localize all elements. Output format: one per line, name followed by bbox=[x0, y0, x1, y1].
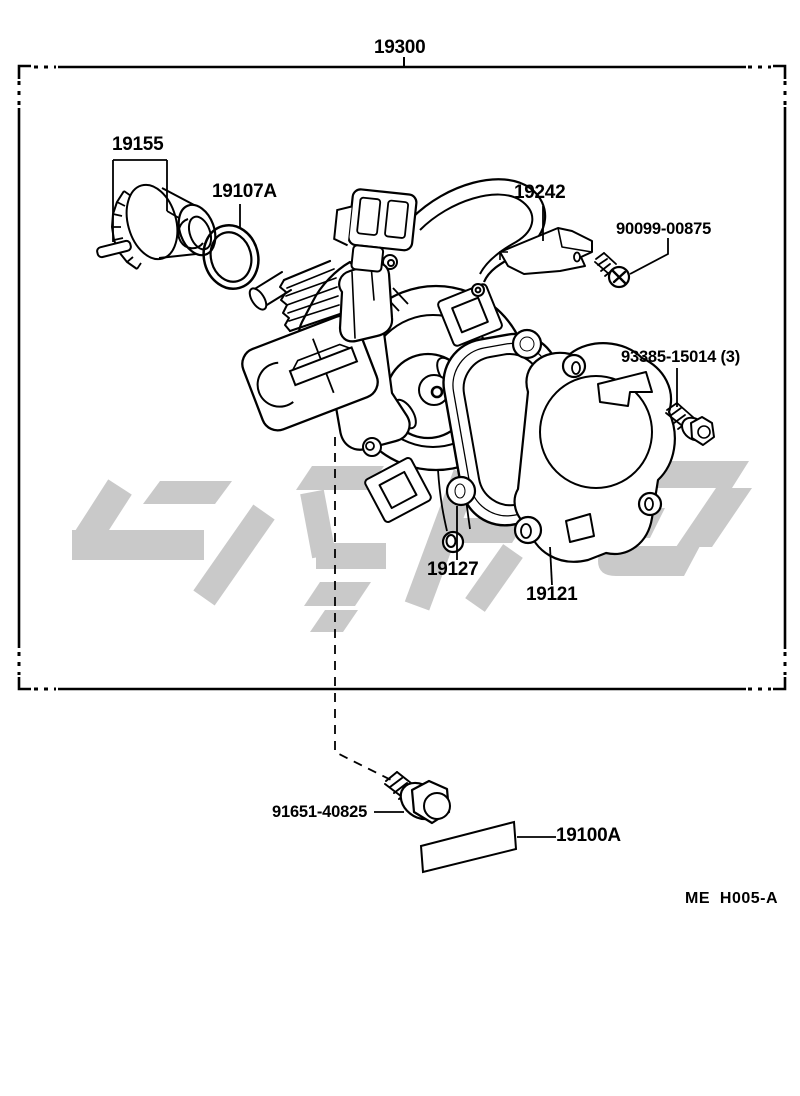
distributor-placeholder-plate bbox=[419, 820, 518, 874]
page-code: ME H005-A bbox=[685, 890, 779, 907]
bracket-drawing bbox=[499, 227, 593, 275]
cover-drawing bbox=[513, 342, 676, 563]
bolt-leader-dashed-line bbox=[334, 437, 392, 781]
screw-93385-drawing bbox=[665, 402, 715, 446]
part-label-cover: 19121 bbox=[526, 584, 578, 605]
part-label-gasket: 19127 bbox=[427, 559, 479, 580]
shaft-drawing bbox=[248, 259, 394, 343]
part-label-bracket: 19242 bbox=[514, 182, 566, 203]
gear-pin-drawing bbox=[96, 239, 132, 259]
assembly-boundary-box bbox=[17, 57, 787, 691]
part-label-o-ring: 19107A bbox=[212, 181, 277, 202]
part-label-set-bolt: 91651-40825 bbox=[272, 803, 368, 821]
connector-drawing bbox=[333, 178, 547, 283]
part-label-cover-screw: 93385-15014 (3) bbox=[621, 348, 741, 366]
part-label-assembly: 19300 bbox=[374, 37, 426, 58]
part-label-distributor: 19100A bbox=[556, 825, 621, 846]
screw-90099-drawing bbox=[594, 252, 631, 289]
leader-lines bbox=[112, 159, 678, 838]
bolt-91651-drawing bbox=[384, 771, 451, 825]
oring-drawing bbox=[202, 224, 260, 290]
mounting-flange-drawing bbox=[241, 314, 379, 432]
part-label-drive-gear: 19155 bbox=[112, 134, 164, 155]
part-label-bracket-screw: 90099-00875 bbox=[616, 220, 712, 238]
